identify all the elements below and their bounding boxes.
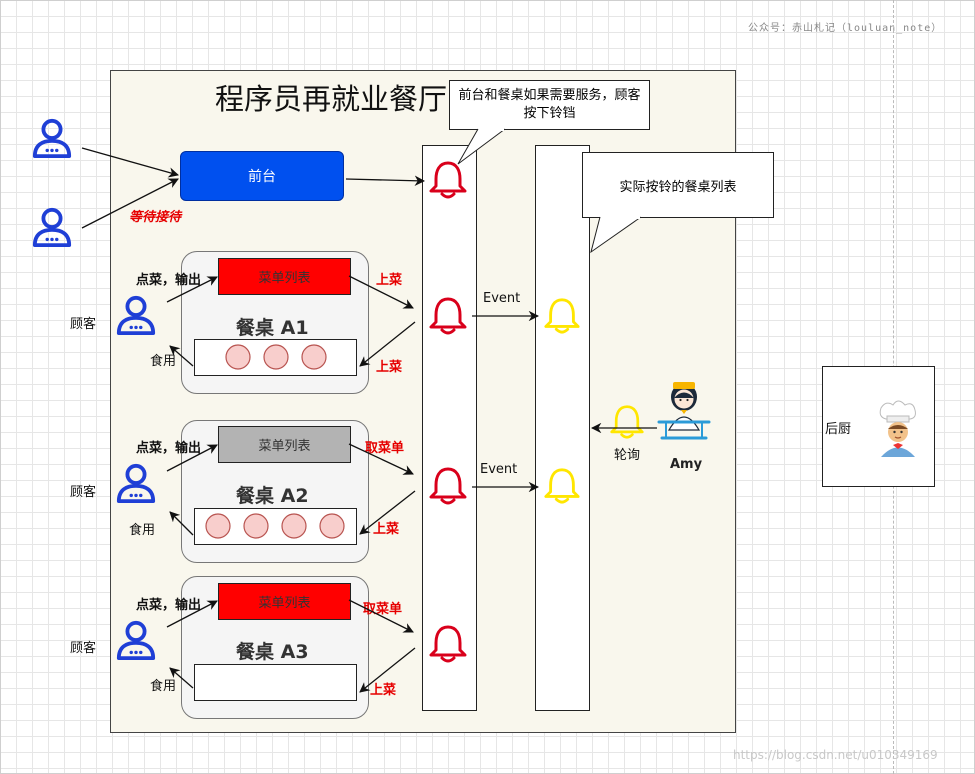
waiter-name: Amy: [670, 457, 703, 472]
plate: [281, 513, 307, 539]
customer-a2-icon: [116, 463, 156, 504]
table-a3-serve-bottom-label: 上菜: [370, 683, 397, 698]
table-a2-customer-label: 顾客: [70, 485, 97, 500]
table-a3-plate-tray: [194, 664, 357, 701]
table-a1-serve-top-label: 上菜: [376, 273, 403, 288]
customer-a3-icon: [116, 620, 156, 661]
plates-layer: [205, 344, 345, 539]
table-a1-menu: 菜单列表: [218, 258, 351, 295]
table-a1-eat-label: 食用: [150, 354, 177, 369]
table-a2-name: 餐桌 A2: [236, 485, 309, 507]
poll-label: 轮询: [614, 448, 641, 463]
flow-arrows: [81, 147, 657, 693]
front-desk-box: 前台: [180, 151, 344, 201]
table-a3-serve-top-label: 取菜单: [363, 602, 403, 617]
event-label-1: Event: [483, 291, 521, 306]
table-a2-menu-label: 菜单列表: [258, 439, 311, 454]
callout-list-text: 实际按铃的餐桌列表: [619, 179, 737, 195]
bell-a3-icon: [429, 625, 467, 663]
callout-service-text: 前台和餐桌如果需要服务，顾客按下铃铛: [458, 88, 641, 121]
callout-list-note: 实际按铃的餐桌列表: [582, 152, 774, 218]
waiting-label: 等待接待: [129, 210, 182, 225]
kitchen-label: 后厨: [825, 422, 852, 437]
plate: [225, 344, 251, 370]
table-a2-serve-bottom-label: 上菜: [373, 522, 400, 537]
table-a2-eat-label: 食用: [129, 523, 156, 538]
watermark-top: 公众号：赤山札记（louluan_note）: [748, 23, 943, 34]
table-a2-serve-top-label: 取菜单: [365, 441, 405, 456]
table-a3-menu: 菜单列表: [218, 583, 351, 620]
callout-service-note: 前台和餐桌如果需要服务，顾客按下铃铛: [449, 80, 650, 130]
table-a1-order-label: 点菜，输出: [136, 273, 202, 288]
bell-a1-icon: [429, 297, 467, 335]
ringing-bell-2-icon: [544, 468, 580, 504]
table-a3-name: 餐桌 A3: [236, 641, 309, 663]
table-a3-eat-label: 食用: [150, 679, 177, 694]
bell-front-desk-icon: [429, 161, 467, 199]
table-a3-menu-label: 菜单列表: [258, 596, 311, 611]
table-a1-name: 餐桌 A1: [236, 317, 309, 339]
event-label-2: Event: [480, 462, 518, 477]
table-a2-menu: 菜单列表: [218, 426, 351, 463]
table-a3-customer-label: 顾客: [70, 641, 97, 656]
plate: [205, 513, 231, 539]
table-a1-menu-label: 菜单列表: [258, 271, 311, 286]
customer-waiting-1-icon: [32, 118, 72, 159]
restaurant-title: 程序员再就业餐厅: [215, 82, 448, 116]
table-a1-customer-label: 顾客: [70, 317, 97, 332]
plate: [301, 344, 327, 370]
ringing-bell-1-icon: [544, 298, 580, 334]
bell-column: [422, 145, 477, 711]
kitchen-box: [822, 366, 935, 487]
plate: [243, 513, 269, 539]
front-desk-label: 前台: [248, 169, 276, 185]
watermark-bottom: https://blog.csdn.net/u010349169: [733, 748, 938, 762]
table-a2-order-label: 点菜，输出: [136, 441, 202, 456]
plate: [263, 344, 289, 370]
waiter-icon: [657, 382, 711, 440]
ringing-list-column: [535, 145, 590, 711]
chef-icon: [879, 400, 916, 457]
callout-tails: [457, 128, 642, 254]
customer-a1-icon: [116, 295, 156, 336]
customer-waiting-2-icon: [32, 207, 72, 248]
table-a1-serve-bottom-label: 上菜: [376, 360, 403, 375]
plate: [319, 513, 345, 539]
table-a3-order-label: 点菜，输出: [136, 598, 202, 613]
poll-bell-icon: [610, 405, 644, 439]
bell-a2-icon: [429, 467, 467, 505]
